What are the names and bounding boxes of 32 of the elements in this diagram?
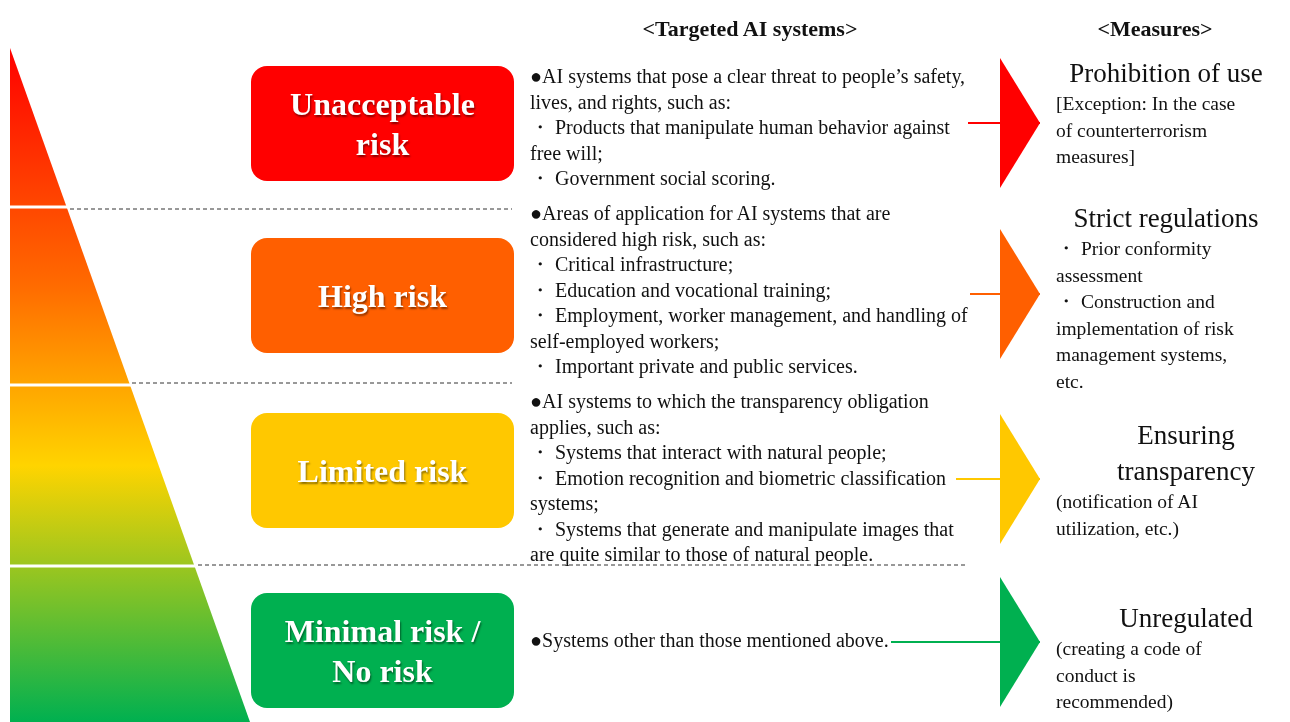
measure-note: ・ Prior conformity assessment	[1055, 237, 1213, 288]
chevron-arrow	[955, 414, 1041, 544]
risk-level-box: High risk	[251, 238, 514, 353]
measure-note: (notification of AI utilization, etc.)	[1055, 490, 1199, 541]
category-description: ●AI systems that pose a clear threat to people’s safety, lives, and rights, such as:	[530, 64, 967, 115]
example-item: ・ Employment, worker management, and handling of self-employed workers;	[530, 303, 969, 354]
chevron-arrow	[969, 229, 1041, 359]
example-item: ・ Systems that generate and manipulate images that are quite similar to those of natural people.	[530, 516, 955, 568]
column-heading: <Measures>	[1097, 16, 1213, 42]
example-item: ・ Products that manipulate human behavior against free will;	[530, 115, 951, 166]
example-item: ・ Education and vocational training;	[530, 277, 833, 303]
category-description: ●AI systems to which the transparency obligation applies, such as:	[530, 389, 930, 440]
measure-title: Strict regulations	[1072, 202, 1260, 235]
example-item: ・ Systems that interact with natural people;	[530, 440, 888, 466]
chevron-arrow	[967, 58, 1041, 188]
measure-title: Ensuring transparency	[1116, 419, 1256, 488]
measure-title: Prohibition of use	[1068, 57, 1264, 90]
chevron-arrow	[890, 577, 1041, 707]
measure-title: Unregulated	[1118, 602, 1254, 635]
risk-level-box: Minimal risk / No risk	[251, 593, 514, 708]
category-description: ●Areas of application for AI systems that are considered high risk, such as:	[530, 201, 892, 252]
measure-note: (creating a code of conduct is recommended)	[1055, 637, 1203, 714]
example-item: ・ Important private and public services.	[530, 354, 859, 380]
risk-level-box: Unacceptable risk	[251, 66, 514, 181]
measure-note: [Exception: In the case of counterterrorism measures]	[1055, 92, 1237, 169]
example-item: ・ Government social scoring.	[530, 166, 777, 192]
measure-note: ・ Construction and implementation of risk management systems, etc.	[1055, 290, 1235, 394]
example-item: ・ Emotion recognition and biometric classification systems;	[530, 465, 947, 517]
category-description: ●Systems other than those mentioned above.	[530, 628, 890, 654]
example-item: ・ Critical infrastructure;	[530, 252, 735, 277]
column-heading: <Targeted AI systems>	[642, 16, 858, 42]
risk-level-box: Limited risk	[251, 413, 514, 528]
